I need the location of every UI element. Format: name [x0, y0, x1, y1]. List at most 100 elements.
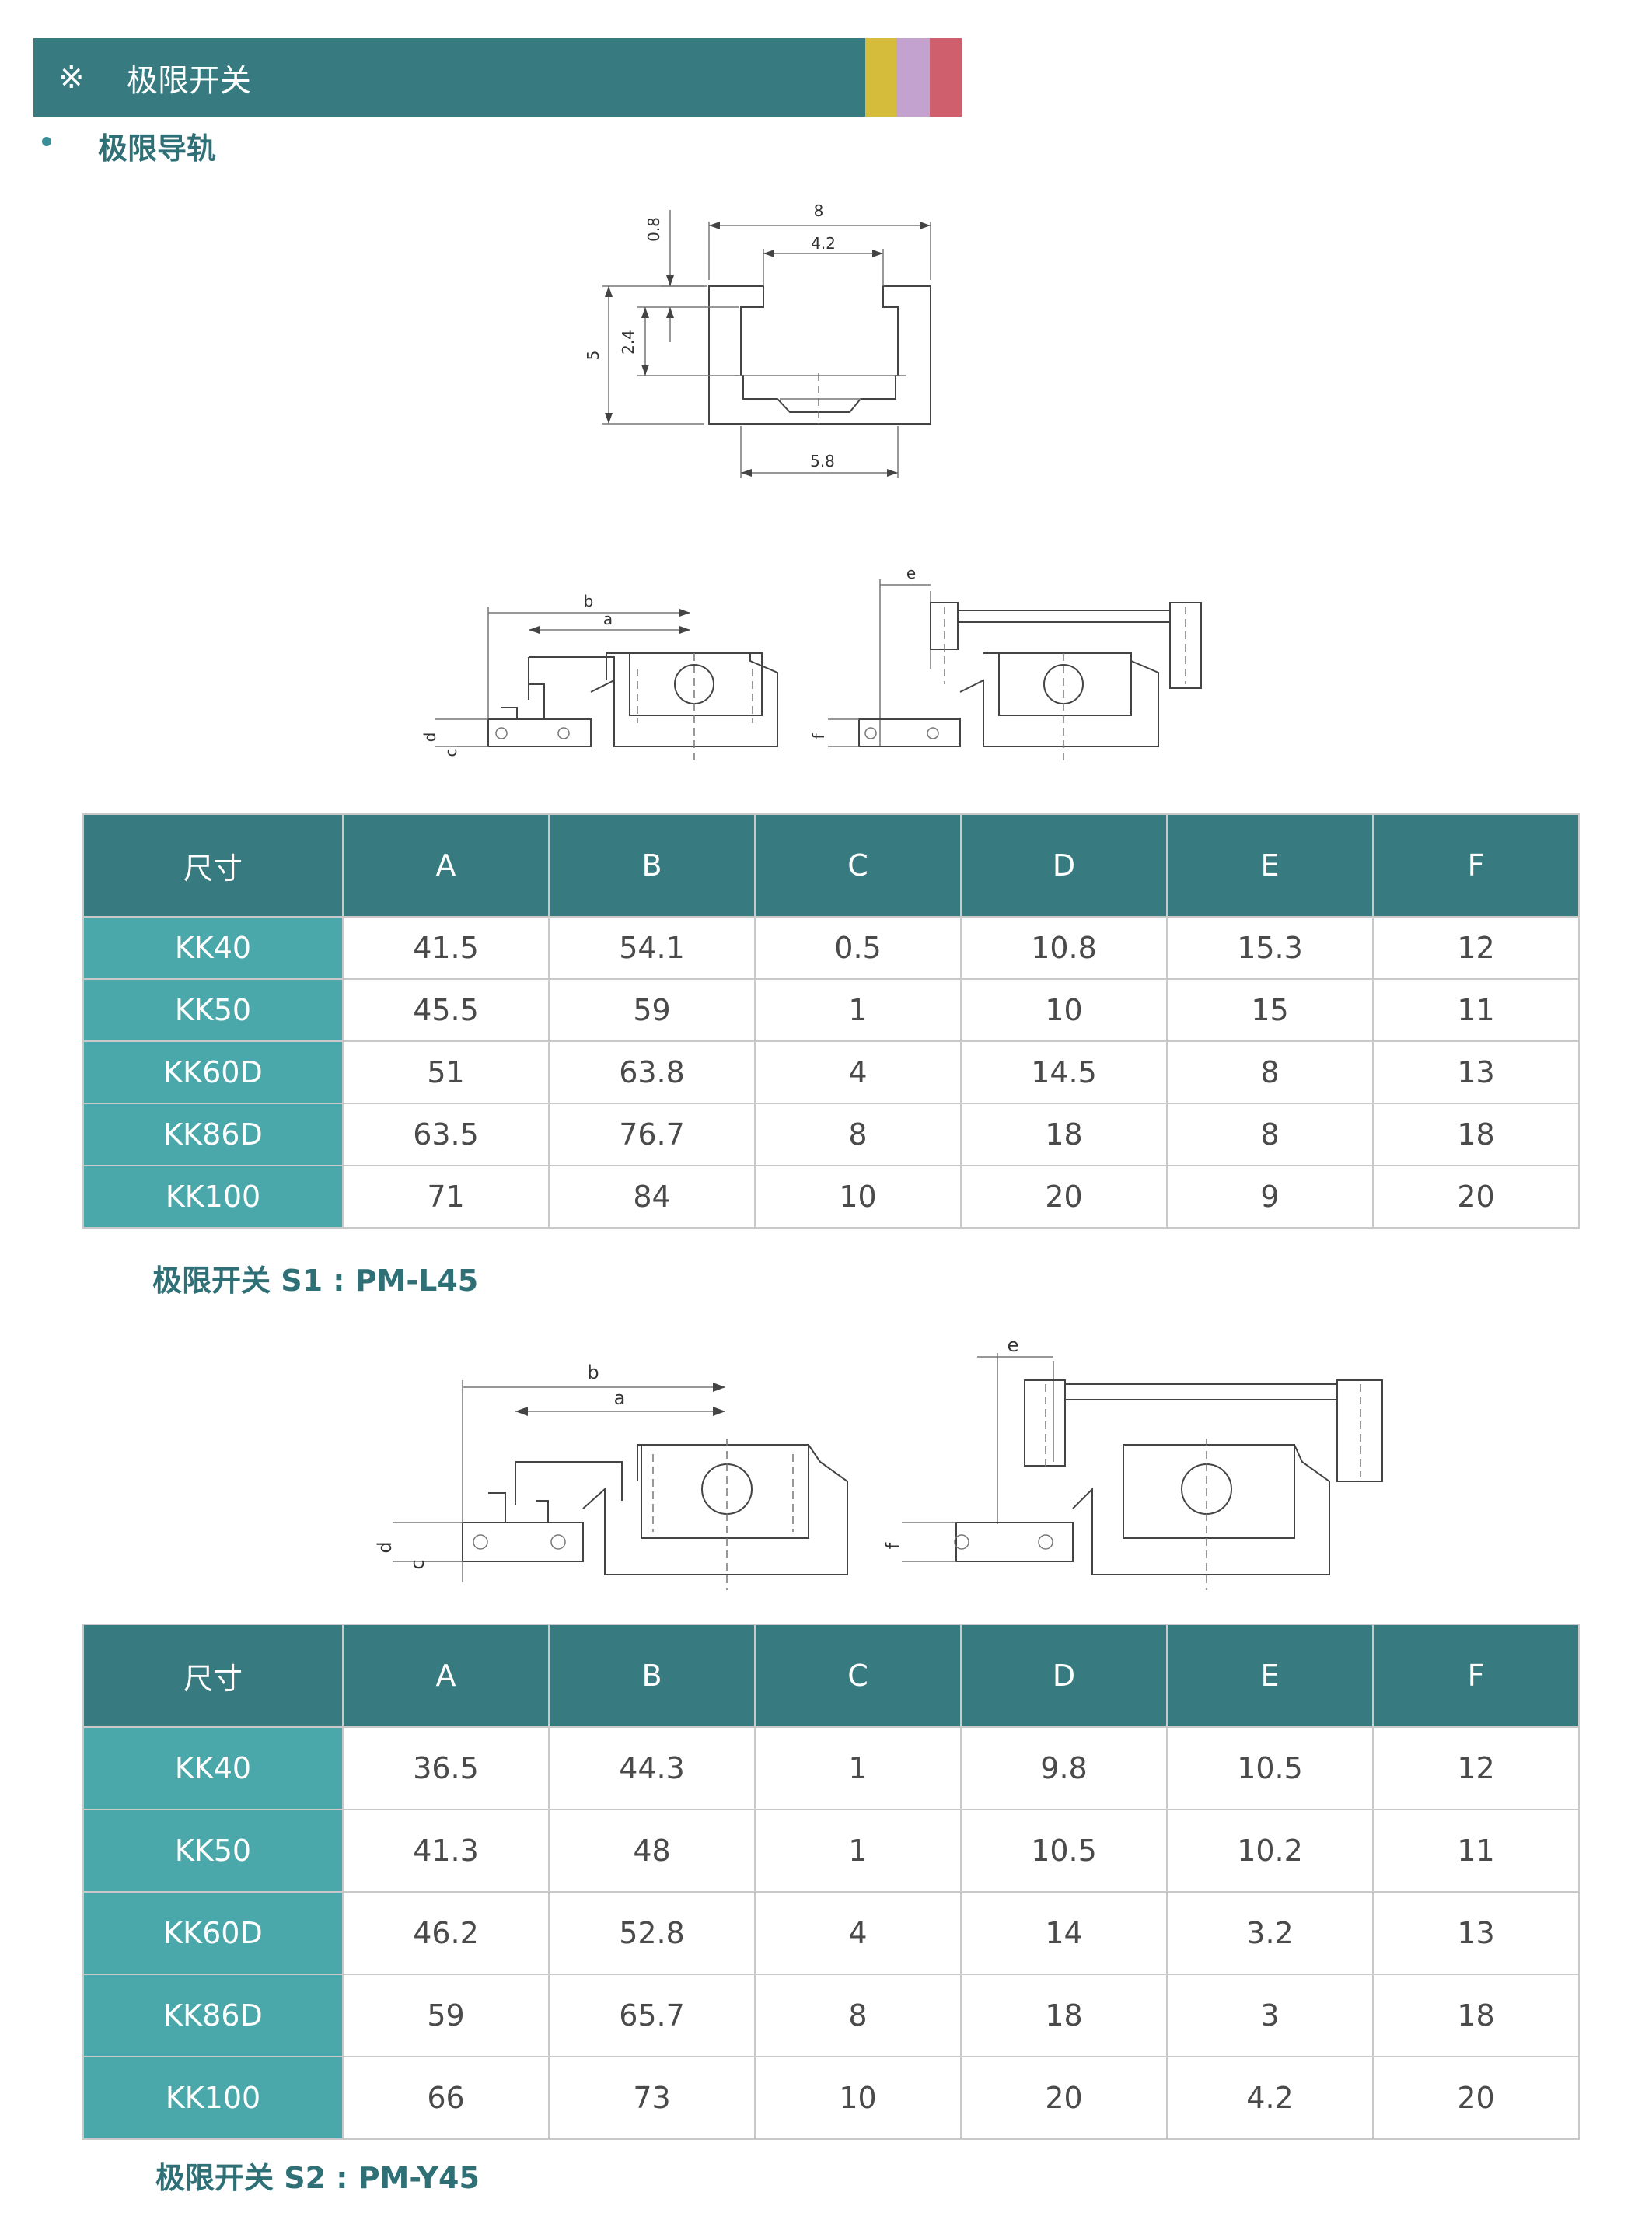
- s1-label-c: c: [442, 749, 460, 757]
- table-row: KK86D 63.5 76.7 8 18 8 18: [82, 1103, 1580, 1166]
- table-cell: 18: [1372, 1103, 1580, 1166]
- s1-side-view-left: b a d c: [421, 592, 778, 762]
- model-cell: KK50: [82, 978, 344, 1042]
- table-cell: 20: [1372, 2056, 1580, 2140]
- color-strip-red: [930, 38, 962, 117]
- s1-label-b: b: [584, 592, 594, 610]
- table-cell: 15: [1166, 978, 1374, 1042]
- color-strip-purple: [896, 38, 930, 117]
- table1-caption: 极限开关 S1 : PM-L45: [152, 1264, 479, 1298]
- table-cell: 76.7: [548, 1103, 756, 1166]
- dim-slot-label: 2.4: [619, 330, 637, 355]
- table-cell: 9.8: [960, 1726, 1168, 1810]
- table-cell: 46.2: [342, 1891, 550, 1975]
- table-cell: 52.8: [548, 1891, 756, 1975]
- s1-side-view-right: e f: [809, 564, 1202, 762]
- table-cell: 14: [960, 1891, 1168, 1975]
- table-cell: 8: [1166, 1040, 1374, 1104]
- table-row: KK100 71 84 10 20 9 20: [82, 1165, 1580, 1229]
- dim-bottom-label: 5.8: [810, 452, 835, 470]
- s1-label-d: d: [421, 732, 439, 743]
- table2-caption: 极限开关 S2 : PM-Y45: [155, 2161, 480, 2195]
- model-cell: KK60D: [82, 1891, 344, 1975]
- reference-mark-icon: ※: [58, 59, 85, 96]
- model-cell: KK86D: [82, 1974, 344, 2057]
- table-cell: 18: [960, 1974, 1168, 2057]
- dim-height-label: 5: [584, 351, 602, 361]
- table-cell: 12: [1372, 916, 1580, 980]
- table-cell: 51: [342, 1040, 550, 1104]
- table-cell: 73: [548, 2056, 756, 2140]
- table-row: KK40 36.5 44.3 1 9.8 10.5 12: [82, 1726, 1580, 1810]
- header-cell-b: B: [548, 813, 756, 918]
- s2-label-a: a: [614, 1387, 626, 1409]
- table-cell: 10.8: [960, 916, 1168, 980]
- dim-lip-label: 0.8: [644, 217, 663, 242]
- table-row: KK40 41.5 54.1 0.5 10.8 15.3 12: [82, 916, 1580, 980]
- table-cell: 11: [1372, 1809, 1580, 1893]
- subsection-title: 极限导轨: [98, 131, 217, 166]
- table-cell: 44.3: [548, 1726, 756, 1810]
- table-row: KK86D 59 65.7 8 18 3 18: [82, 1974, 1580, 2057]
- dimension-table-s1: 尺寸 A B C D E F KK40 41.5 54.1 0.5 10.8 1…: [82, 813, 1580, 1229]
- table-cell: 84: [548, 1165, 756, 1229]
- table-cell: 48: [548, 1809, 756, 1893]
- header-cell-b: B: [548, 1624, 756, 1728]
- s2-label-b: b: [587, 1362, 599, 1383]
- model-cell: KK100: [82, 2056, 344, 2140]
- table-cell: 45.5: [342, 978, 550, 1042]
- table-cell: 13: [1372, 1891, 1580, 1975]
- table-cell: 13: [1372, 1040, 1580, 1104]
- s1-label-e: e: [906, 564, 916, 582]
- header-cell-size: 尺寸: [82, 813, 344, 918]
- table-cell: 1: [754, 978, 962, 1042]
- table-cell: 41.5: [342, 916, 550, 980]
- table-cell: 3: [1166, 1974, 1374, 2057]
- table-cell: 18: [960, 1103, 1168, 1166]
- table-row: KK50 45.5 59 1 10 15 11: [82, 978, 1580, 1042]
- s2-side-view-right: e f: [882, 1334, 1383, 1590]
- table-cell: 10: [754, 1165, 962, 1229]
- table-cell: 11: [1372, 978, 1580, 1042]
- table-cell: 8: [754, 1103, 962, 1166]
- dimension-table-s2: 尺寸 A B C D E F KK40 36.5 44.3 1 9.8 10.5…: [82, 1624, 1580, 2140]
- header-cell-f: F: [1372, 813, 1580, 918]
- model-cell: KK60D: [82, 1040, 344, 1104]
- header-cell-d: D: [960, 1624, 1168, 1728]
- header-cell-f: F: [1372, 1624, 1580, 1728]
- s2-label-f: f: [882, 1542, 904, 1549]
- header-cell-a: A: [342, 813, 550, 918]
- table-cell: 10: [754, 2056, 962, 2140]
- table-cell: 10: [960, 978, 1168, 1042]
- table-cell: 20: [1372, 1165, 1580, 1229]
- table-header-row: 尺寸 A B C D E F: [82, 813, 1580, 918]
- section-header-title: 极限开关: [127, 62, 251, 99]
- table-cell: 10.5: [1166, 1726, 1374, 1810]
- table-cell: 0.5: [754, 916, 962, 980]
- table-cell: 15.3: [1166, 916, 1374, 980]
- table-cell: 66: [342, 2056, 550, 2140]
- table-row: KK100 66 73 10 20 4.2 20: [82, 2056, 1580, 2140]
- table-cell: 36.5: [342, 1726, 550, 1810]
- table-cell: 41.3: [342, 1809, 550, 1893]
- s2-label-e: e: [1008, 1334, 1019, 1356]
- switch-s1-drawing: b a d c e: [421, 564, 1202, 762]
- table-cell: 65.7: [548, 1974, 756, 2057]
- table-cell: 71: [342, 1165, 550, 1229]
- model-cell: KK40: [82, 916, 344, 980]
- rail-profile-drawing: 8 4.2 5.8 5 2.4 0.8: [584, 201, 931, 478]
- bullet-icon: [42, 137, 51, 146]
- table-cell: 10.5: [960, 1809, 1168, 1893]
- header-cell-e: E: [1166, 813, 1374, 918]
- table-header-row: 尺寸 A B C D E F: [82, 1624, 1580, 1728]
- color-strip-yellow: [865, 38, 896, 117]
- table-cell: 18: [1372, 1974, 1580, 2057]
- table-cell: 54.1: [548, 916, 756, 980]
- table-cell: 20: [960, 1165, 1168, 1229]
- switch-s2-drawing: b a d c e: [374, 1334, 1383, 1590]
- header-cell-c: C: [754, 1624, 962, 1728]
- table-row: KK60D 51 63.8 4 14.5 8 13: [82, 1040, 1580, 1104]
- s2-label-c: c: [407, 1559, 428, 1569]
- dim-top-label: 8: [814, 201, 824, 220]
- model-cell: KK40: [82, 1726, 344, 1810]
